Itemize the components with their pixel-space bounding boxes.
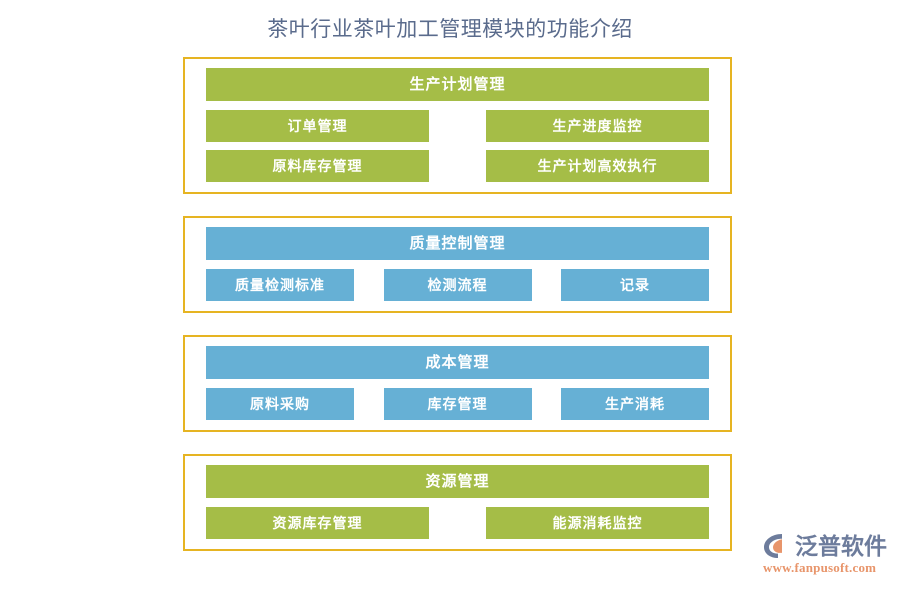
section-panel: 资源管理资源库存管理 能源消耗监控 [183, 454, 732, 551]
feature-item[interactable]: 能源消耗监控 [486, 507, 709, 539]
feature-item[interactable]: 库存管理 [383, 388, 532, 420]
fanpu-watermark: 泛普软件 www.fanpusoft.com [762, 531, 894, 583]
section-header[interactable]: 成本管理 [206, 346, 709, 379]
section-panel: 生产计划管理订单管理 生产进度监控原料库存管理 生产计划高效执行 [183, 57, 732, 194]
module-sections: 生产计划管理订单管理 生产进度监控原料库存管理 生产计划高效执行质量控制管理质量检测… [183, 57, 732, 573]
section-row: 订单管理 生产进度监控 [206, 110, 709, 142]
brand-url: www.fanpusoft.com [763, 560, 877, 575]
feature-item[interactable]: 原料采购 [206, 388, 354, 420]
feature-item[interactable]: 订单管理 [206, 110, 429, 142]
page-title: 茶叶行业茶叶加工管理模块的功能介绍 [267, 18, 633, 41]
feature-item[interactable]: 生产消耗 [561, 388, 709, 420]
section-panel: 成本管理原料采购库存管理生产消耗 [183, 335, 732, 432]
feature-item[interactable]: 资源库存管理 [206, 507, 429, 539]
feature-item[interactable]: 生产计划高效执行 [486, 150, 709, 182]
section-row: 原料库存管理 生产计划高效执行 [206, 150, 709, 182]
section-header[interactable]: 生产计划管理 [206, 68, 709, 101]
section-header[interactable]: 质量控制管理 [206, 227, 709, 260]
section-row: 原料采购库存管理生产消耗 [206, 388, 709, 420]
section-row: 质量检测标准检测流程记录 [206, 269, 709, 301]
section-row: 资源库存管理 能源消耗监控 [206, 507, 709, 539]
section-header[interactable]: 资源管理 [206, 465, 709, 498]
logo-row: 泛普软件 [762, 531, 894, 561]
brand-name: 泛普软件 [795, 533, 887, 559]
feature-item[interactable]: 原料库存管理 [206, 150, 429, 182]
feature-item[interactable]: 检测流程 [383, 269, 532, 301]
feature-item[interactable]: 质量检测标准 [206, 269, 354, 301]
section-panel: 质量控制管理质量检测标准检测流程记录 [183, 216, 732, 313]
fanpu-logo-icon [762, 531, 792, 561]
feature-item[interactable]: 记录 [561, 269, 709, 301]
feature-item[interactable]: 生产进度监控 [486, 110, 709, 142]
